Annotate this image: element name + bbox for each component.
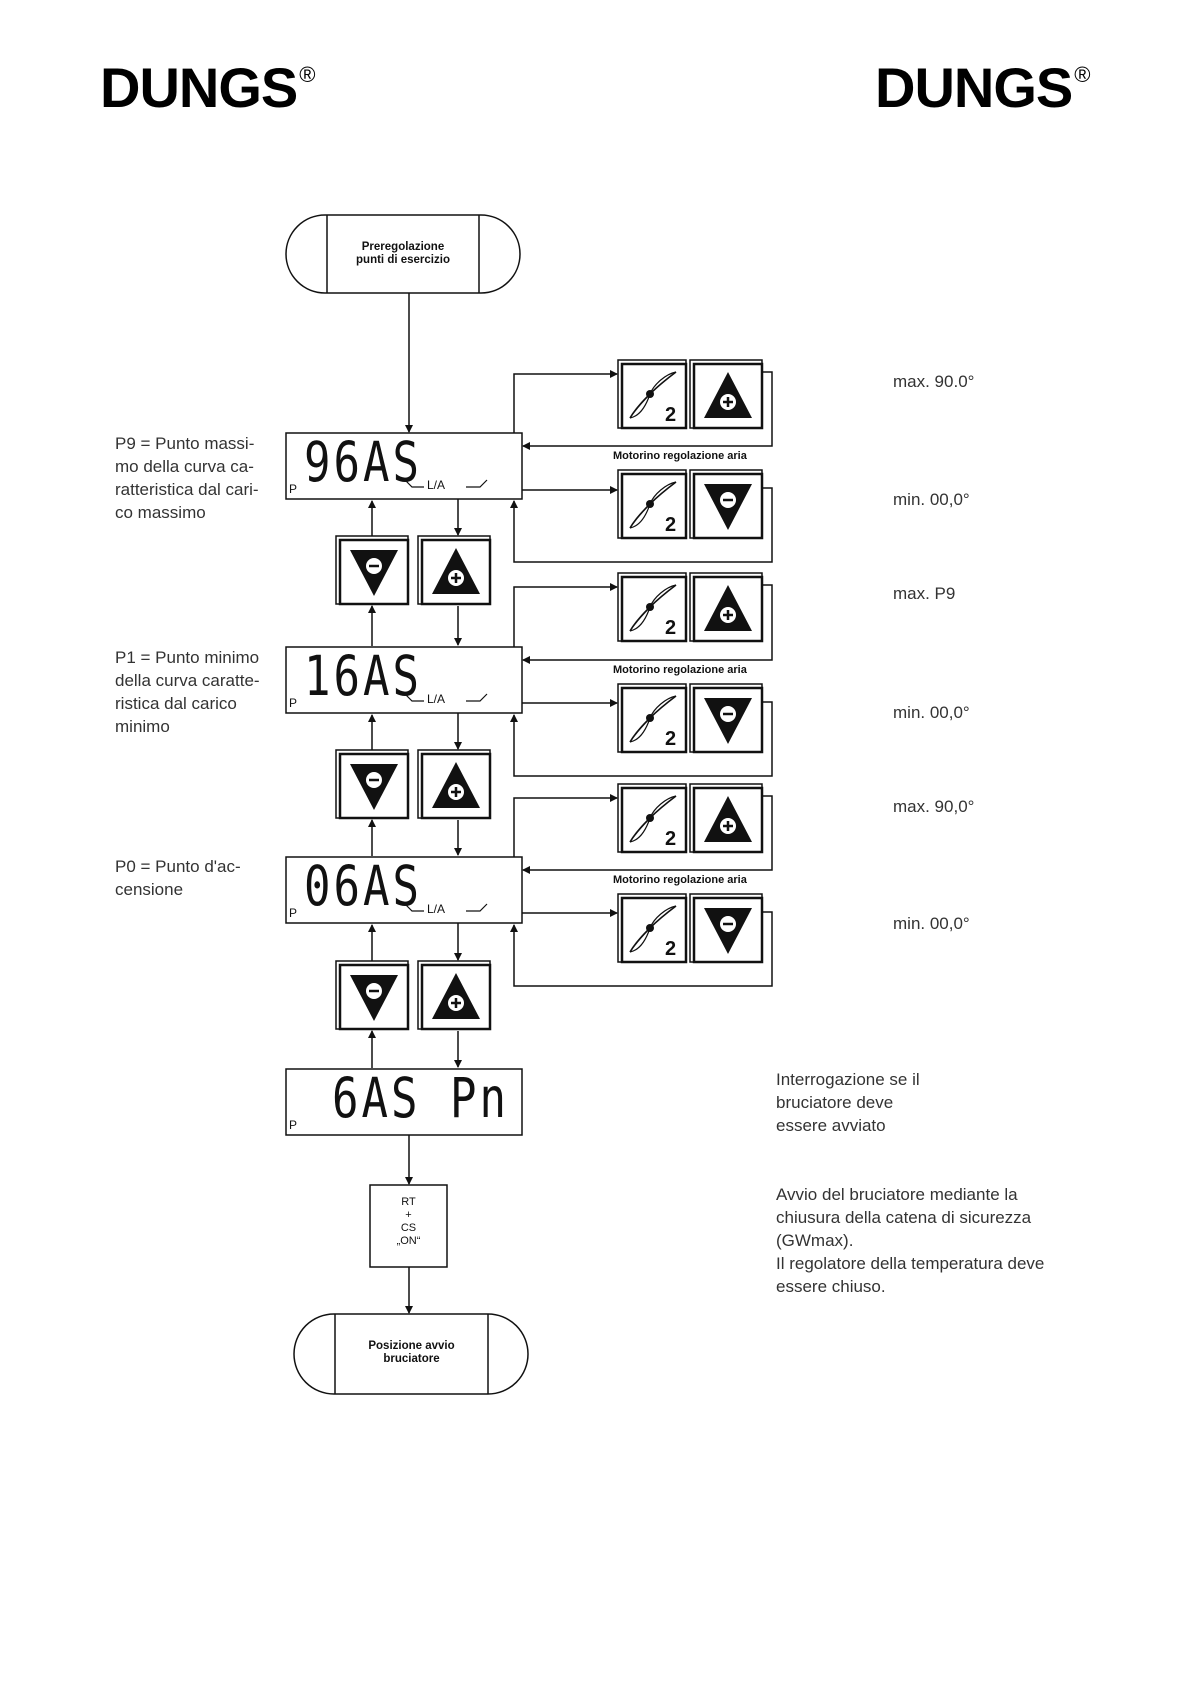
display-code-p9: 96AS xyxy=(304,431,422,495)
range-p0-max: max. 90,0° xyxy=(893,797,975,816)
plus-key-3 xyxy=(416,959,492,1031)
minus-key-p0 xyxy=(688,892,764,964)
description-p9: P9 = Punto massi- mo della curva ca- rat… xyxy=(115,434,259,522)
minus-key-3 xyxy=(334,959,410,1031)
motor-label-p0: Motorino regolazione aria xyxy=(613,874,747,886)
plus-key-1 xyxy=(416,534,492,606)
display-unit-p1: L/A xyxy=(427,692,446,706)
plus-key-p9 xyxy=(688,358,764,430)
plus-key-p1 xyxy=(688,571,764,643)
display-box-gas-pn xyxy=(285,1068,523,1136)
plus-key-p0 xyxy=(688,782,764,854)
display-box-p9 xyxy=(285,432,523,500)
display-p-label-gas-pn: P xyxy=(289,1118,298,1132)
display-p-label-p9: P xyxy=(289,482,298,496)
display-code-p1: 16AS xyxy=(304,645,422,709)
end-terminal-label: Posizione avvio bruciatore xyxy=(368,1340,455,1365)
description-p0: P0 = Punto d'ac- censione xyxy=(115,857,241,899)
end-terminal-shape xyxy=(293,1313,529,1395)
start-terminal-label: Preregolazione punti di esercizio xyxy=(356,241,450,266)
range-p1-min: min. 00,0° xyxy=(893,703,970,722)
start-terminal-shape xyxy=(285,214,521,294)
display-code-gas-pn: 6AS Pn xyxy=(332,1067,509,1131)
range-p9-min: min. 00,0° xyxy=(893,490,970,509)
minus-key-1 xyxy=(334,534,410,606)
display-p-label-p0: P xyxy=(289,906,298,920)
range-p9-max: max. 90.0° xyxy=(893,372,975,391)
note-query-start: Interrogazione se il bruciatore deve ess… xyxy=(776,1070,920,1135)
motor-number-p9-down: 2 xyxy=(665,514,677,536)
condition-box-label: RT + CS „ON“ xyxy=(396,1196,421,1247)
display-box-p0 xyxy=(285,856,523,924)
motor-number-p1-down: 2 xyxy=(665,728,677,750)
range-p1-max: max. P9 xyxy=(893,584,956,603)
range-p0-min: min. 00,0° xyxy=(893,914,970,933)
note-burner-start: Avvio del bruciatore mediante la chiusur… xyxy=(776,1185,1045,1296)
condition-box-shape xyxy=(369,1184,448,1268)
minus-key-p9 xyxy=(688,468,764,540)
dungs-logo-right: DUNGS® xyxy=(875,56,1090,119)
minus-key-p1 xyxy=(688,682,764,754)
display-code-p0: 06AS xyxy=(304,855,422,919)
motor-number-p0-up: 2 xyxy=(665,828,677,850)
description-p1: P1 = Punto minimo della curva caratte- r… xyxy=(115,648,260,736)
display-box-p1 xyxy=(285,646,523,714)
plus-key-2 xyxy=(416,748,492,820)
dungs-logo-left: DUNGS® xyxy=(100,56,315,119)
display-unit-p9: L/A xyxy=(427,478,446,492)
minus-key-2 xyxy=(334,748,410,820)
display-p-label-p1: P xyxy=(289,696,298,710)
motor-number-p1-up: 2 xyxy=(665,617,677,639)
display-unit-p0: L/A xyxy=(427,902,446,916)
motor-number-p9-up: 2 xyxy=(665,404,677,426)
motor-label-p9: Motorino regolazione aria xyxy=(613,450,747,462)
motor-number-p0-down: 2 xyxy=(665,938,677,960)
motor-label-p1: Motorino regolazione aria xyxy=(613,664,747,676)
